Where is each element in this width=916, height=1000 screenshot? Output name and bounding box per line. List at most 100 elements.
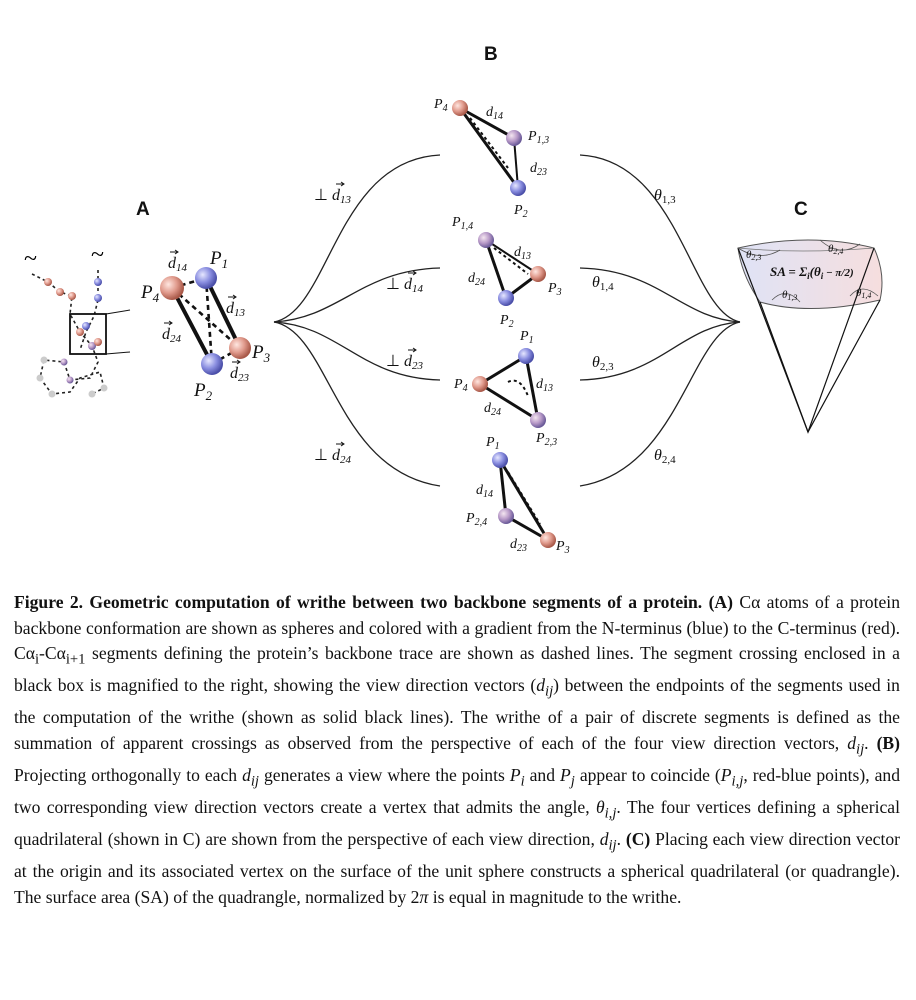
svg-text:⊥d14: ⊥d14 (386, 276, 423, 295)
caption-sub: i (34, 651, 40, 668)
caption-text: Cα atoms of a protein backbone conformat… (14, 592, 900, 664)
view-2-triangle (478, 232, 546, 306)
magnified-crossing (160, 267, 251, 375)
svg-text:d24: d24 (484, 401, 501, 418)
spherical-quadrangle (737, 239, 883, 434)
caption-sub: i,j (731, 773, 744, 790)
caption-vector: d (847, 733, 856, 753)
svg-text:P1: P1 (209, 248, 228, 271)
view-1-labels: P4 P1,3 P2 d14 d23 (433, 97, 549, 220)
svg-text:P1,4: P1,4 (451, 215, 473, 232)
svg-text:P1,3: P1,3 (527, 129, 549, 146)
svg-text:θ1,3: θ1,3 (654, 187, 676, 206)
caption-text: , red-blue points), and two correspondin… (14, 765, 900, 818)
svg-text:d13: d13 (226, 300, 246, 319)
svg-text:P2,3: P2,3 (535, 431, 557, 448)
panel-a-labels: P1 P4 P3 P2 d14 d13 d24 d23 (140, 248, 271, 403)
panel-label-a: A (136, 199, 150, 220)
svg-text:P4: P4 (140, 282, 160, 305)
caption-vector: d (242, 765, 251, 786)
caption-text: . (864, 733, 877, 753)
svg-text:θ2,3: θ2,3 (746, 249, 761, 262)
caption-sub: ij (856, 741, 865, 758)
view-3-labels: P1 P4 P2,3 d13 d24 (453, 329, 557, 448)
tilde-mark-1: ~ (24, 246, 37, 272)
panel-label-c: C (794, 199, 808, 220)
backbone-trace: ~ ~ (24, 242, 131, 398)
svg-text:P3: P3 (555, 539, 570, 556)
caption-text: segments defining the protein’s backbone… (14, 643, 900, 696)
svg-text:P4: P4 (433, 97, 448, 114)
caption-text: ) between the endpoints of the segments … (14, 675, 900, 753)
svg-text:d24: d24 (162, 326, 182, 345)
caption-sub: ij (250, 773, 260, 790)
svg-text:d13: d13 (514, 245, 531, 262)
tilde-mark-2: ~ (91, 242, 104, 268)
svg-text:θ1,4: θ1,4 (592, 274, 614, 293)
svg-text:P2: P2 (513, 203, 528, 220)
caption-vector: d (536, 675, 545, 696)
caption-point: P (509, 765, 521, 786)
svg-text:⊥d24: ⊥d24 (314, 447, 351, 466)
caption-sub: ij (545, 683, 554, 700)
caption-text: . The four vertices defining a spherical… (14, 797, 900, 850)
svg-text:d24: d24 (468, 271, 485, 288)
view-4-triangle (492, 452, 556, 548)
svg-text:P2: P2 (193, 380, 213, 403)
svg-text:d13: d13 (536, 377, 553, 394)
svg-text:P3: P3 (251, 342, 271, 365)
crossing-box (69, 313, 107, 355)
caption-vector: d (599, 829, 609, 850)
caption-text: appear to coincide ( (574, 765, 721, 786)
surface-area-formula: SA = Σi(θi − π/2) (770, 264, 854, 281)
svg-text:θ1,4: θ1,4 (856, 287, 871, 300)
svg-text:θ2,4: θ2,4 (654, 447, 676, 466)
svg-text:P2: P2 (499, 313, 514, 330)
svg-text:P2,4: P2,4 (465, 511, 487, 528)
caption-tag-c: (C) (625, 829, 651, 850)
caption-tag-a: (A) (708, 592, 733, 612)
svg-text:θ2,3: θ2,3 (592, 354, 614, 373)
svg-text:d14: d14 (486, 105, 503, 122)
caption-sub: ij (608, 837, 617, 854)
figure-caption: Figure 2. Geometric computation of writh… (14, 590, 900, 911)
panel-c-labels: θ2,3 θ2,4 θ1,3 θ1,4 SA = Σi(θi − π/2) (746, 243, 871, 302)
caption-point: P (720, 765, 732, 786)
svg-text:⊥d23: ⊥d23 (386, 353, 423, 372)
svg-text:P4: P4 (453, 377, 468, 394)
caption-tag-b: (B) (876, 733, 901, 753)
caption-sub: i,j (604, 805, 617, 822)
svg-text:⊥d13: ⊥d13 (314, 187, 351, 206)
svg-text:d14: d14 (476, 483, 493, 500)
caption-text: -Cα (39, 643, 66, 664)
caption-point: P (560, 765, 571, 786)
view-3-triangle (472, 348, 546, 428)
caption-pi: π (419, 887, 429, 908)
figure-graphic: B A C ~ ~ (24, 44, 883, 556)
svg-text:P3: P3 (547, 281, 562, 298)
caption-sub: j (570, 773, 575, 790)
svg-text:P1: P1 (519, 329, 534, 346)
svg-text:θ1,3: θ1,3 (782, 289, 797, 302)
caption-text: is equal in magnitude to the writhe. (428, 887, 682, 908)
caption-text: Placing each view direction vector at th… (14, 829, 901, 908)
view-1-triangle (452, 100, 526, 196)
caption-sub: i+1 (65, 651, 86, 668)
svg-text:θ2,4: θ2,4 (828, 243, 843, 256)
panel-label-b: B (484, 44, 498, 65)
right-branch-curves (579, 154, 741, 487)
caption-text: and (524, 765, 561, 786)
left-branch-curves (273, 154, 441, 487)
caption-theta: θ (595, 797, 605, 818)
svg-text:d14: d14 (168, 255, 188, 274)
caption-sub: i (520, 773, 525, 790)
caption-title: Figure 2. Geometric computation of writh… (14, 592, 703, 612)
caption-text: . (616, 829, 626, 850)
caption-text: Projecting orthogonally to each (14, 765, 243, 786)
right-branch-labels: θ1,3 θ1,4 θ2,3 θ2,4 (592, 187, 676, 466)
svg-text:d23: d23 (230, 365, 250, 384)
svg-text:P1: P1 (485, 435, 500, 452)
svg-text:d23: d23 (530, 161, 547, 178)
svg-text:d23: d23 (510, 537, 527, 554)
caption-text: generates a view where the points (259, 765, 510, 786)
